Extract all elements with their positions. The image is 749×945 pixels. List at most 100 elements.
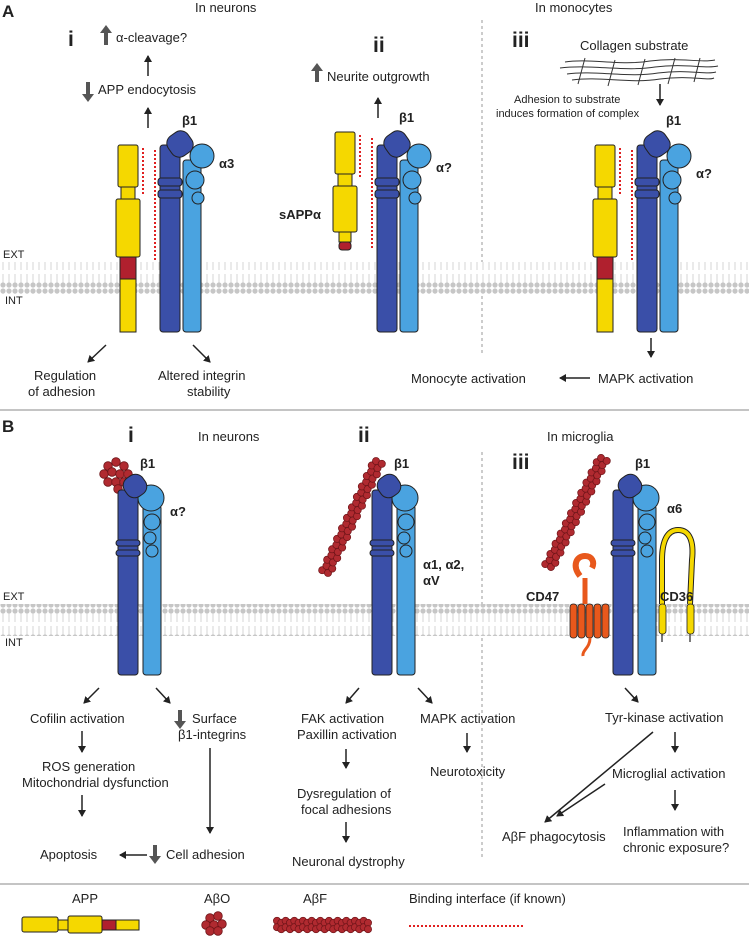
abeta-fibril	[541, 454, 611, 571]
a-i-beta-label: β1	[182, 113, 197, 128]
a-iii-adh-line2: induces formation of complex	[496, 108, 640, 120]
b-i-cofilin: Cofilin activation	[30, 711, 125, 726]
a-iii-numeral: iii	[512, 29, 530, 52]
b-i-numeral: i	[128, 424, 134, 447]
b-ii-beta-label: β1	[394, 456, 409, 471]
integrin-b-i	[115, 473, 165, 676]
ext-label-a: EXT	[3, 249, 25, 261]
a-ii-numeral: ii	[373, 34, 385, 57]
b-ii-alpha-line2: αV	[423, 573, 440, 588]
a-i-alt-line1: Altered integrin	[158, 368, 245, 383]
a-iii-beta-label: β1	[666, 113, 681, 128]
arrow	[556, 783, 606, 817]
arrow	[544, 731, 654, 823]
cd47-protein	[569, 552, 610, 657]
a-ii-alpha-label: α?	[436, 160, 452, 175]
b-iii-tyr: Tyr-kinase activation	[605, 710, 724, 725]
a-i-alpha-label: α3	[219, 156, 234, 171]
a-i-alt-line2: stability	[187, 384, 231, 399]
up-arrow-icon	[100, 25, 112, 45]
b-i-beta-label: β1	[140, 456, 155, 471]
int-label-a: INT	[5, 295, 23, 307]
a-ii-sapp-label: sAPPα	[279, 207, 321, 222]
b-ii-neurotox: Neurotoxicity	[430, 764, 506, 779]
a-iii-monocyte: Monocyte activation	[411, 371, 526, 386]
a-i-app-endocytosis: APP endocytosis	[98, 82, 197, 97]
b-iii-microglial: Microglial activation	[612, 766, 725, 781]
down-arrow-icon	[174, 710, 186, 729]
b-i-surface1: Surface	[192, 711, 237, 726]
b-iii-numeral: iii	[512, 451, 530, 474]
down-arrow-icon	[149, 845, 161, 864]
a-ii-neurite: Neurite outgrowth	[327, 69, 430, 84]
a-ii-beta-label: β1	[399, 110, 414, 125]
collagen-fibers	[559, 57, 719, 87]
legend-binding-label: Binding interface (if known)	[409, 891, 566, 906]
legend-abo-label: AβO	[204, 891, 230, 906]
b-ii-dystrophy: Neuronal dystrophy	[292, 854, 405, 869]
legend-abf-icon	[273, 916, 372, 934]
app-protein	[115, 144, 141, 333]
b-ii-dys2: focal adhesions	[301, 802, 392, 817]
a-i-alpha-cleavage: α-cleavage?	[116, 30, 187, 45]
int-label-b: INT	[5, 637, 23, 649]
panel-b: B i In neurons ii In microglia EXT INT β…	[0, 417, 749, 869]
integrin-a-iii	[634, 130, 692, 333]
legend-app-label: APP	[72, 891, 98, 906]
arrow	[87, 344, 107, 363]
arrow	[155, 687, 171, 704]
a-i-numeral: i	[68, 28, 74, 51]
panel-b-header-microglia: In microglia	[547, 429, 614, 444]
a-iii-mapk: MAPK activation	[598, 371, 693, 386]
b-i-apoptosis: Apoptosis	[40, 847, 98, 862]
b-iii-infl1: Inflammation with	[623, 824, 724, 839]
integrin-a-ii	[374, 130, 432, 333]
b-i-alpha-label: α?	[170, 504, 186, 519]
app-protein	[592, 144, 618, 333]
b-ii-mapk: MAPK activation	[420, 711, 515, 726]
legend-abo-icon	[201, 911, 227, 936]
b-iii-cd47-label: CD47	[526, 589, 559, 604]
b-ii-dys1: Dysregulation of	[297, 786, 391, 801]
legend: APP AβO AβF Binding interface (if known)	[21, 891, 566, 936]
panel-b-letter: B	[2, 417, 14, 436]
b-ii-fak1: FAK activation	[301, 711, 384, 726]
arrow	[192, 344, 211, 363]
b-iii-infl2: chronic exposure?	[623, 840, 729, 855]
ext-label-b: EXT	[3, 591, 25, 603]
b-i-surface2: β1-integrins	[178, 727, 247, 742]
b-i-cell-adhesion: Cell adhesion	[166, 847, 245, 862]
b-iii-alpha-label: α6	[667, 501, 682, 516]
b-i-ros1: ROS generation	[42, 759, 135, 774]
panel-a: A In neurons In monocytes EXT INT i α-cl…	[0, 0, 749, 399]
arrow	[83, 687, 100, 704]
panel-a-header-monocytes: In monocytes	[535, 0, 613, 15]
a-iii-adh-line1: Adhesion to substrate	[514, 94, 620, 106]
b-ii-numeral: ii	[358, 424, 370, 447]
panel-a-header-neurons: In neurons	[195, 0, 257, 15]
panel-a-letter: A	[2, 2, 14, 21]
up-arrow-icon	[311, 63, 323, 82]
b-ii-fak2: Paxillin activation	[297, 727, 397, 742]
abeta-fibril	[318, 457, 386, 577]
b-iii-phago: AβF phagocytosis	[502, 829, 606, 844]
a-iii-alpha-label: α?	[696, 166, 712, 181]
integrin-b-iii	[610, 473, 660, 676]
b-iii-beta-label: β1	[635, 456, 650, 471]
a-i-reg-line1: Regulation	[34, 368, 96, 383]
arrow	[417, 687, 433, 704]
integrin-a-i	[157, 130, 215, 333]
a-iii-collagen: Collagen substrate	[580, 38, 688, 53]
down-arrow-icon	[82, 82, 94, 102]
b-iii-cd36-label: CD36	[660, 589, 693, 604]
legend-abf-label: AβF	[303, 891, 327, 906]
a-i-reg-line2: of adhesion	[28, 384, 95, 399]
integrin-b-ii	[369, 473, 419, 676]
arrow	[624, 687, 639, 703]
sapp-alpha-protein	[332, 131, 358, 251]
legend-app-icon	[21, 915, 140, 934]
b-ii-alpha-line1: α1, α2,	[423, 557, 464, 572]
b-i-ros2: Mitochondrial dysfunction	[22, 775, 169, 790]
cd36-protein	[658, 526, 696, 642]
